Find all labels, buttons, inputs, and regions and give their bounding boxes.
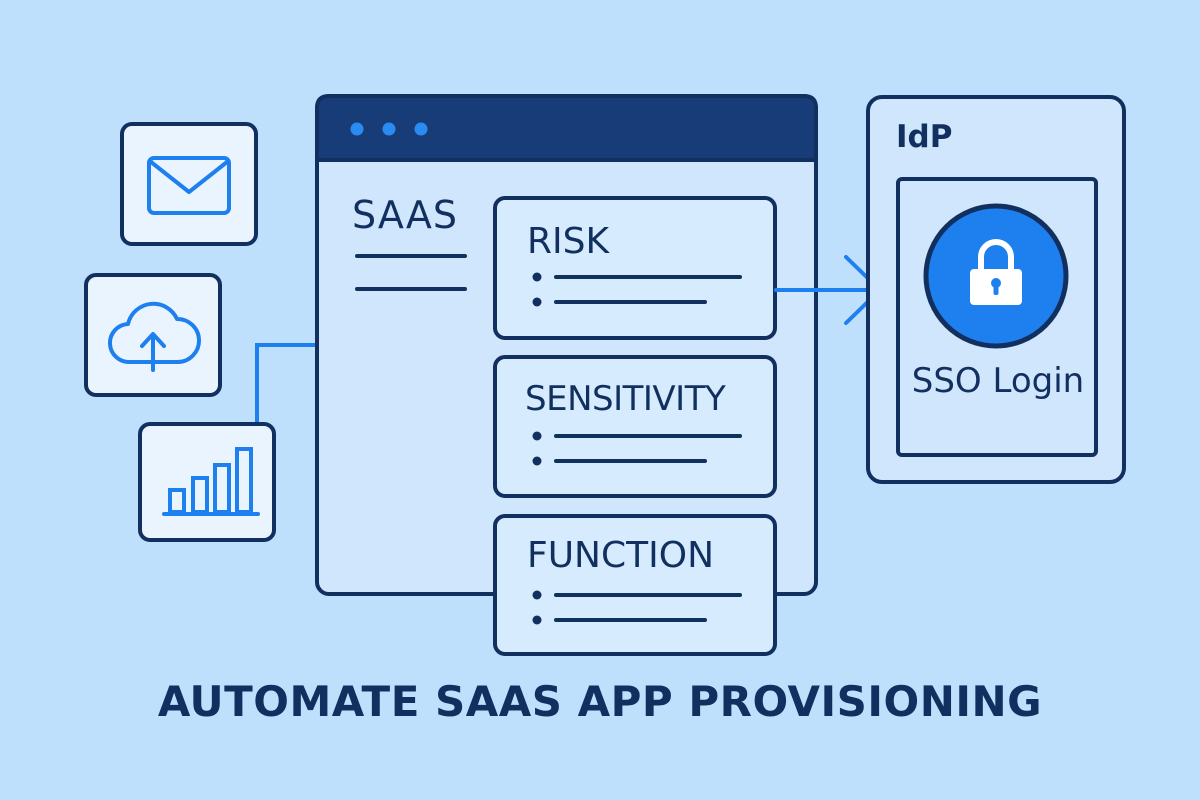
window-dot xyxy=(350,122,364,136)
risk-label: RISK xyxy=(527,221,610,262)
page-title: AUTOMATE SAAS APP PROVISIONING xyxy=(157,677,1043,726)
bar-chart-icon xyxy=(162,447,260,516)
window-dot xyxy=(414,122,428,136)
sensitivity-label: SENSITIVITY xyxy=(525,379,726,419)
function-label: FUNCTION xyxy=(527,535,714,576)
cloud-icon-box xyxy=(84,273,222,397)
bullet-dot xyxy=(532,615,542,625)
lock-icon xyxy=(970,239,1022,305)
window-titlebar xyxy=(315,94,818,162)
bullet-dot xyxy=(532,456,542,466)
bullet-dot xyxy=(532,297,542,307)
risk-card xyxy=(493,196,777,340)
window-dot xyxy=(382,122,396,136)
function-card xyxy=(493,514,777,656)
bullet-dot xyxy=(532,272,542,282)
chart-to-saas-connector xyxy=(255,343,317,424)
sensitivity-card xyxy=(493,355,777,498)
idp-panel xyxy=(866,95,1126,484)
bullet-dot xyxy=(532,590,542,600)
cloud-upload-icon xyxy=(107,301,201,372)
mail-icon-box xyxy=(120,122,258,246)
mail-icon xyxy=(147,156,231,215)
sso-login-label: SSO Login xyxy=(911,361,1085,401)
bullet-dot xyxy=(532,431,542,441)
chart-icon-box xyxy=(138,422,276,542)
idp-label: IdP xyxy=(896,119,953,155)
saas-label: SAAS xyxy=(352,193,458,237)
